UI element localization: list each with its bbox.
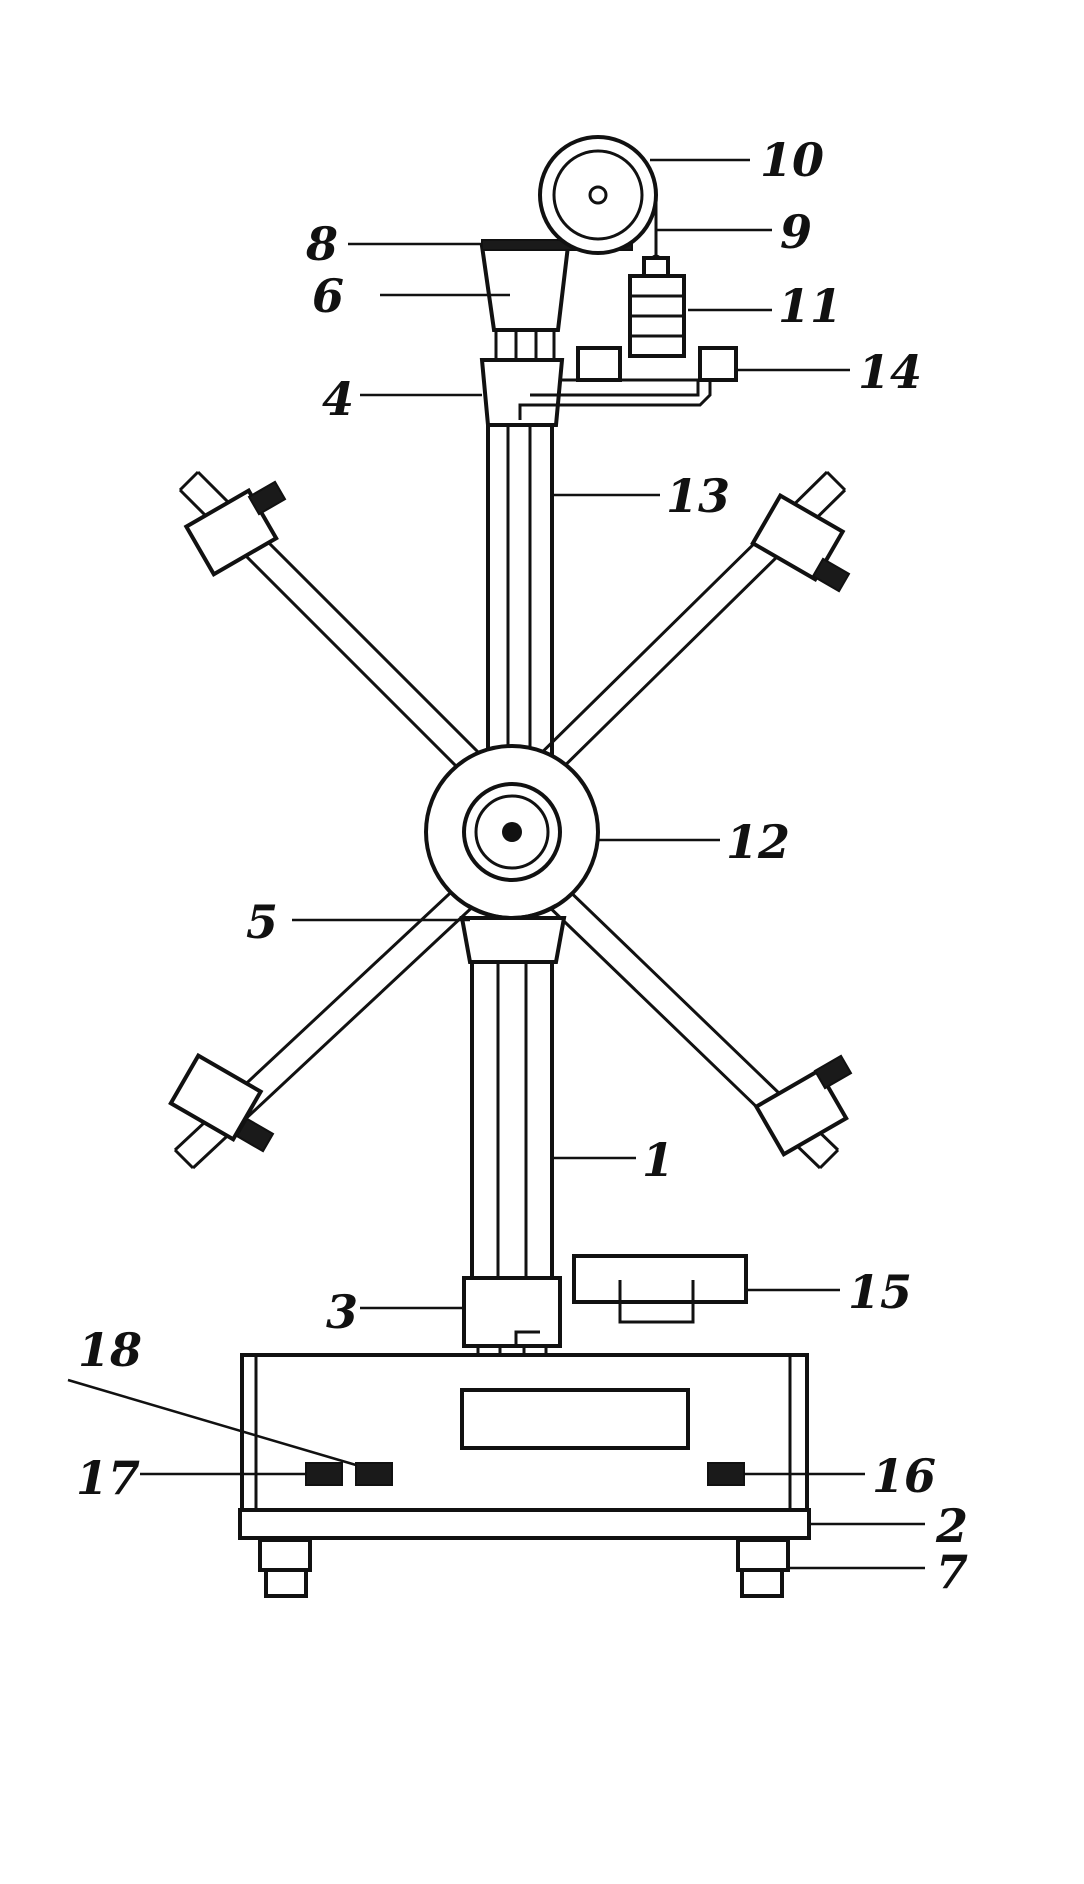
label-8: 8 [305,217,338,271]
leveling-foot-right[interactable] [736,1538,790,1598]
label-11: 11 [778,279,842,333]
pulley [538,135,658,255]
label-5: 5 [246,895,278,949]
button-16[interactable] [707,1462,745,1486]
label-7: 7 [936,1545,968,1599]
label-13: 13 [666,469,730,523]
label-10: 10 [760,133,824,187]
label-2: 2 [935,1499,968,1553]
label-9: 9 [780,205,812,259]
hub [424,744,600,920]
arm-weight-upper-left [178,470,287,577]
lower-bracket [459,903,567,964]
arm-weight-lower-right [753,1054,853,1170]
label-1: 1 [642,1133,674,1187]
label-4: 4 [322,372,354,426]
arm-weight-lower-left [168,1052,275,1170]
bottom-bracket [462,1276,562,1360]
label-15: 15 [848,1265,912,1319]
label-6: 6 [312,269,344,323]
label-14: 14 [858,345,922,399]
leader-lines [67,158,925,1570]
button-18[interactable] [355,1462,393,1486]
vertical-column [470,425,554,1300]
photo-sensor [560,346,738,382]
pulley-mount [479,239,633,360]
stopwatch [572,1254,748,1324]
label-17: 17 [76,1451,140,1505]
label-12: 12 [726,815,790,869]
label-16: 16 [872,1449,936,1503]
base [238,1353,811,1540]
label-3: 3 [326,1285,358,1339]
weight-stack [628,254,686,358]
label-18: 18 [78,1323,142,1377]
leveling-foot-left[interactable] [258,1538,312,1598]
arm-weight-upper-right [750,470,851,593]
button-17[interactable] [305,1462,343,1486]
